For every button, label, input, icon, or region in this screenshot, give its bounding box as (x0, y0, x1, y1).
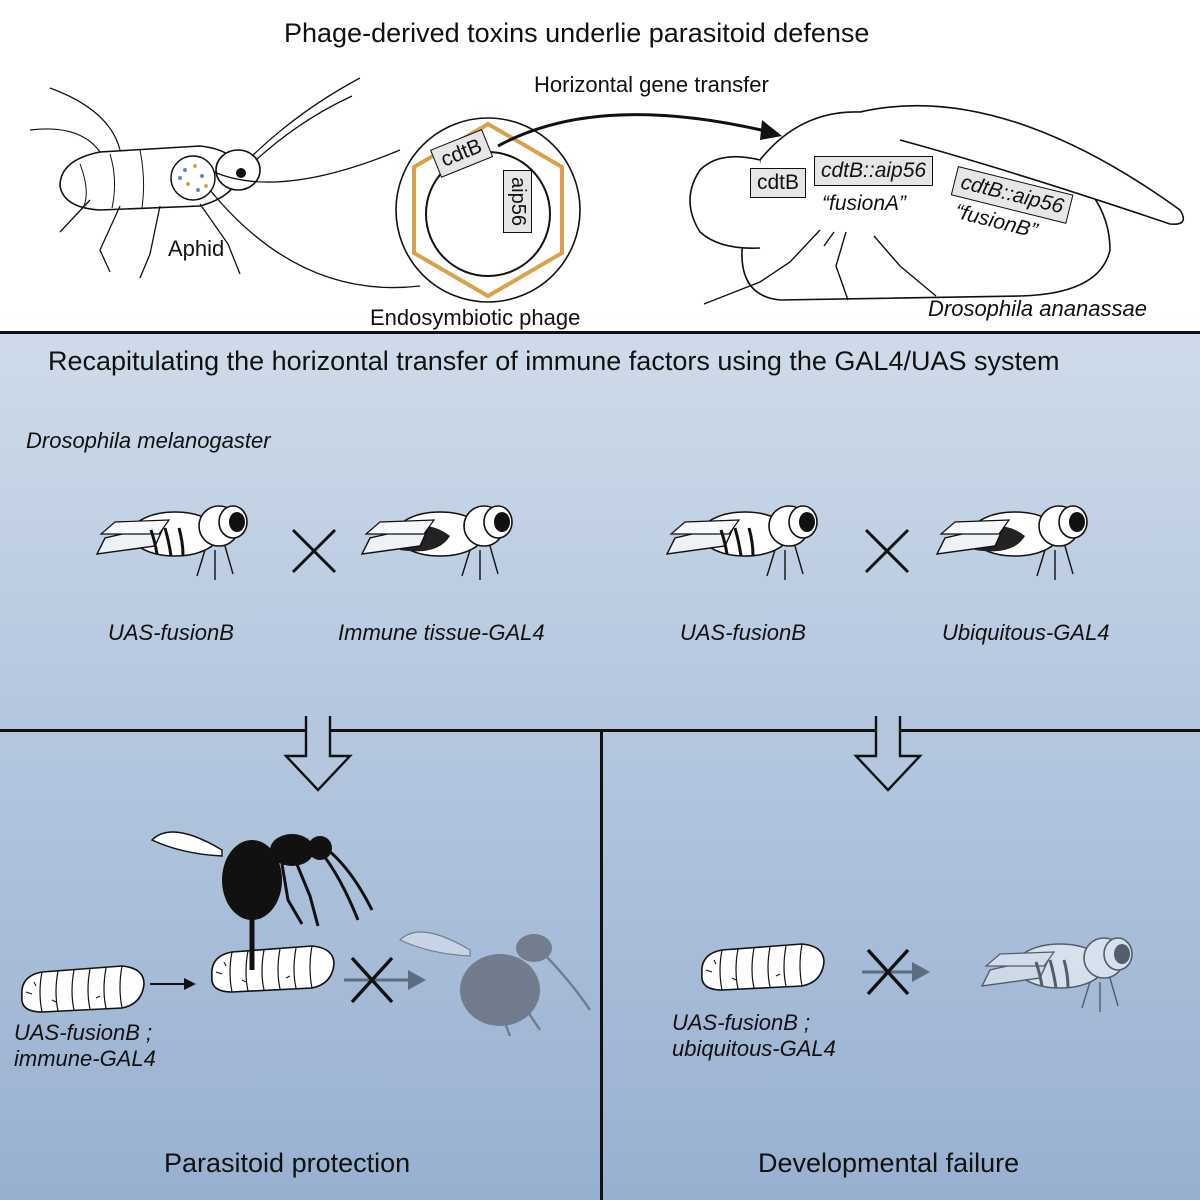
larva-icon-right (701, 943, 825, 991)
divider-top (0, 331, 1200, 334)
species-label-ananassae: Drosophila ananassae (928, 296, 1147, 321)
larva-icon (21, 965, 145, 1013)
phage-label: Endosymbiotic phage (370, 305, 581, 330)
right-outcome: Developmental failure (758, 1148, 1020, 1178)
top-title: Phage-derived toxins underlie parasitoid… (284, 18, 870, 48)
divider-vertical (600, 730, 603, 1200)
cross-right-parent2: Ubiquitous-GAL4 (942, 620, 1110, 645)
hgt-label: Horizontal gene transfer (534, 72, 769, 97)
down-arrow-icon-right (853, 716, 923, 792)
hgt-arrow (497, 113, 779, 148)
aphid-label: Aphid (168, 236, 225, 261)
zoom-line-bottom (209, 189, 421, 289)
right-genotype-line1: UAS-fusionB ; (672, 1010, 811, 1035)
gene-aip56-phage: aip56 (503, 170, 532, 233)
parasitized-larva-icon (211, 945, 335, 993)
cross-right-parent1: UAS-fusionB (680, 620, 806, 645)
left-genotype-line1: UAS-fusionB ; (14, 1020, 153, 1045)
fly-uas-fusionb-left (95, 504, 249, 582)
faded-wasp-icon (398, 931, 591, 1037)
middle-title: Recapitulating the horizontal transfer o… (48, 346, 1060, 376)
left-outcome: Parasitoid protection (164, 1148, 411, 1178)
fly-uas-fusionb-right (665, 504, 819, 582)
fly-immune-gal4 (361, 505, 513, 581)
cross-left-parent1: UAS-fusionB (108, 620, 234, 645)
blocked-arrow-icon-right (862, 948, 930, 996)
hgt-arrowhead (760, 120, 782, 140)
faded-fly-icon (980, 936, 1134, 1014)
right-genotype-line2: ubiquitous-GAL4 (672, 1036, 836, 1061)
cross-left-parent2: Immune tissue-GAL4 (338, 620, 545, 645)
cross-icon-left (291, 528, 337, 574)
aphid-icon (29, 77, 361, 279)
zoom-line-top (213, 149, 401, 183)
fly-ubiquitous-gal4 (936, 505, 1088, 581)
fusion-a-name: “fusionA” (822, 192, 907, 215)
gene-fusion-a: cdtB::aip56 (814, 156, 934, 187)
blocked-arrow-icon-left (344, 956, 426, 1004)
arrow-icon (150, 978, 196, 990)
left-genotype-line2: immune-GAL4 (14, 1046, 156, 1071)
species-label-melanogaster: Drosophila melanogaster (26, 428, 271, 453)
gene-cdtb-fly: cdtB (750, 168, 807, 199)
down-arrow-icon-left (283, 716, 353, 792)
cross-icon-right (864, 528, 910, 574)
